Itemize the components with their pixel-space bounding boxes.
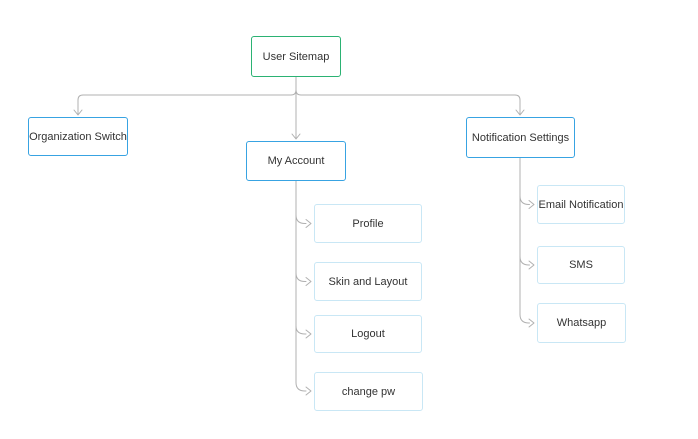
edge-my-account-to-profile [295,214,307,224]
node-label: Logout [351,328,385,340]
node-user-sitemap[interactable]: User Sitemap [251,36,341,77]
node-label: SMS [569,259,593,271]
edge-notification-to-email [519,195,530,205]
node-label: User Sitemap [262,50,330,63]
edge-root-to-organization-switch [77,76,297,115]
node-change-pw[interactable]: change pw [314,372,423,411]
edge-my-account-to-skin-and-layout [295,272,307,282]
node-notification-settings[interactable]: Notification Settings [466,117,575,158]
node-logout[interactable]: Logout [314,315,422,353]
node-label: Skin and Layout [328,275,408,288]
arrowhead-right-change-pw [305,386,312,396]
node-label: Notification Settings [471,131,570,144]
node-sms[interactable]: SMS [537,246,625,284]
node-label: Organization Switch [29,130,127,143]
node-my-account[interactable]: My Account [246,141,346,181]
arrowhead-right-email [528,200,535,209]
arrowhead-right-whatsapp [528,318,535,328]
node-label: My Account [267,155,325,167]
arrowhead-down-notification-settings [515,109,525,116]
node-skin-and-layout[interactable]: Skin and Layout [314,262,422,301]
arrowhead-right-profile [305,219,312,228]
arrowhead-down-my-account [291,133,301,140]
edge-notification-to-sms [519,256,530,266]
node-organization-switch[interactable]: Organization Switch [28,117,128,156]
edge-my-account-to-change-pw [295,180,307,392]
node-email-notification[interactable]: Email Notification [537,185,625,224]
node-whatsapp[interactable]: Whatsapp [537,303,626,343]
edge-my-account-to-logout [295,325,307,335]
edge-root-to-notification-settings [295,76,521,115]
node-profile[interactable]: Profile [314,204,422,243]
node-label: Email Notification [538,198,624,211]
arrowhead-right-sms [528,260,535,270]
node-label: change pw [341,385,396,398]
arrowhead-right-logout [305,329,312,339]
node-label: Whatsapp [556,317,607,329]
node-label: Profile [352,217,384,230]
arrowhead-right-skin-and-layout [305,277,312,286]
arrowhead-down-organization-switch [73,109,83,116]
edge-notification-to-whatsapp [519,157,530,324]
